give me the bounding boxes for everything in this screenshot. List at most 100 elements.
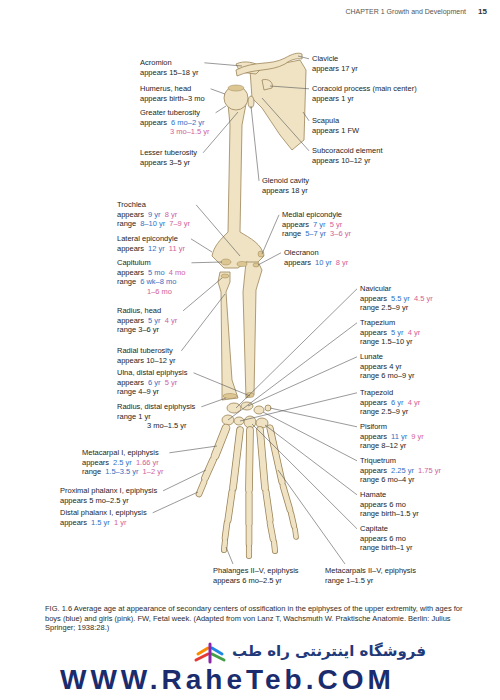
bone-name: Humerus, head [140, 84, 191, 93]
age-text: appears 18 yr [262, 186, 308, 195]
boys-age: 1.5 yr [91, 518, 110, 527]
bone-name: Proximal phalanx I, epiphysis [60, 486, 157, 495]
callout-line: appears1.5 yr1 yr [60, 518, 151, 528]
callout-group: Distal phalanx I, epiphysisappears1.5 yr… [60, 508, 151, 527]
bone [228, 492, 232, 520]
page-number: 15 [478, 7, 487, 16]
callout-group: Scapulaappears 1 FW [312, 116, 363, 135]
ulna [243, 262, 262, 398]
leader-line [211, 89, 225, 94]
leader-line [303, 112, 309, 121]
age-text: range 8–12 yr [360, 441, 406, 450]
age-text: appears 6 mo [360, 534, 406, 543]
girls-age: 7–9 yr [169, 219, 190, 228]
bone-name: Olecranon [284, 248, 319, 257]
bone [233, 430, 240, 488]
callout-group: Lateral epicondyleappears12 yr11 yr [117, 234, 189, 253]
age-text: appears [284, 258, 311, 267]
callout-line: appears6 yr5 yr [117, 378, 191, 388]
bone-name: Capitate [360, 524, 388, 533]
callout-line: Glenoid cavity [262, 176, 313, 186]
bone-name: Trapezium [360, 318, 395, 327]
callout-group: Radius, headappears5 yr4 yrrange 3–6 yr [117, 306, 181, 335]
age-text: appears [117, 316, 144, 325]
callout-line: Trapezoid [360, 388, 424, 398]
boys-age: 2.25 yr [391, 466, 414, 475]
age-text: range 2.5–9 yr [360, 303, 408, 312]
bone-name: Glenoid cavity [262, 176, 309, 185]
age-text: range 1–1.5 yr [325, 576, 373, 585]
age-text: appears [282, 220, 309, 229]
callout-line: appears9 yr8 yr [117, 210, 194, 220]
callout-group: Navicularappears5.5 yr4.5 yrrange 2.5–9 … [360, 284, 437, 313]
boys-age: 6 mo–2 yr [171, 118, 204, 127]
girls-age: 1.75 yr [418, 466, 441, 475]
bone [270, 523, 273, 539]
callout-line: appears10 yr8 yr [284, 258, 352, 268]
callout-line: range 2.5–9 yr [360, 303, 437, 313]
callout-group: Ulna, distal epiphysisappears6 yr5 yrran… [117, 368, 191, 397]
boys-age: 9 yr [148, 210, 161, 219]
epiphysis [221, 259, 231, 265]
callout-group: Humerus, headappears birth–3 mo [140, 84, 209, 103]
girls-age: 1–2 yr [143, 467, 164, 476]
callout-group: Pisiformappears11 yr9 yrrange 8–12 yr [360, 422, 428, 451]
boys-age: 5.5 yr [391, 294, 410, 303]
age-text: range 1.5–10 yr [360, 337, 413, 346]
bone [274, 542, 275, 551]
bone [199, 482, 204, 494]
callout-group: Proximal phalanx I, epiphysisappears 5 m… [60, 486, 161, 505]
bone [295, 529, 296, 537]
callout-line: appears5 yr4 yr [360, 328, 424, 338]
callout-group: Radius, distal epiphysisrange 1 yr3 mo–1… [117, 402, 199, 431]
boys-age: 2.5 yr [113, 458, 132, 467]
callout-line: Medial epicondyle [282, 210, 355, 220]
leader-line [226, 547, 233, 564]
radius [218, 272, 238, 400]
callout-line: range 4–9 yr [117, 387, 191, 397]
callout-line: appears7 yr5 yr [282, 220, 355, 230]
callout-line: appears 6 mo [360, 500, 423, 510]
callout-line: appears6 mo–2 yr [140, 118, 214, 128]
callout-line: appears 6 mo–2.5 yr [213, 576, 303, 586]
bone [283, 486, 290, 510]
bone [291, 513, 294, 526]
scapula [250, 60, 306, 150]
callout-line: appears 1 yr [312, 94, 421, 104]
callout-line: range5–7 yr3–6 yr [282, 229, 355, 239]
callout-line: Distal phalanx I, epiphysis [60, 508, 151, 518]
bone [246, 547, 252, 556]
coracoid [262, 79, 272, 90]
leader-line [240, 393, 357, 421]
boys-age: 7 yr [313, 220, 326, 229]
bone [295, 529, 296, 537]
girls-age: 4 yr [165, 316, 178, 325]
bone [260, 430, 265, 488]
leader-line [153, 492, 198, 513]
leader-line [248, 357, 357, 406]
bone-name: Radius, head [117, 306, 161, 315]
leader-line [191, 239, 212, 252]
bone [225, 523, 227, 538]
callout-line: appears 3–5 yr [140, 158, 201, 168]
leader-line [278, 470, 345, 564]
bone [260, 430, 265, 488]
callout-group: Acromionappears 15–18 yr [140, 58, 202, 77]
bone [246, 527, 253, 544]
bone-name: Phalanges II–V, epiphysis [213, 566, 299, 575]
age-text: appears 5 mo–2.5 yr [60, 496, 129, 505]
girls-age: 4 yr [408, 398, 421, 407]
callout-line: Metacarpal I, epiphysis [82, 448, 167, 458]
girls-age: 8 yr [165, 210, 178, 219]
age-text: appears 3–5 yr [140, 158, 190, 167]
callout-group: Triquetrumappears2.25 yr1.75 yrrange 6 m… [360, 456, 445, 485]
age-text: appears [82, 458, 109, 467]
figure-caption: FIG. 1.6 Average age at appearance of se… [45, 604, 470, 633]
callout-line: Coracoid process (main center) [312, 84, 421, 94]
callout-line: Radius, distal epiphysis [117, 402, 199, 412]
logo-stroke [209, 644, 212, 662]
callout-line: Proximal phalanx I, epiphysis [60, 486, 161, 496]
callout-group: Subcoracoid elementappears 10–12 yr [312, 146, 386, 165]
leader-line [258, 253, 281, 265]
callout-line: Radial tuberosity [117, 346, 179, 356]
